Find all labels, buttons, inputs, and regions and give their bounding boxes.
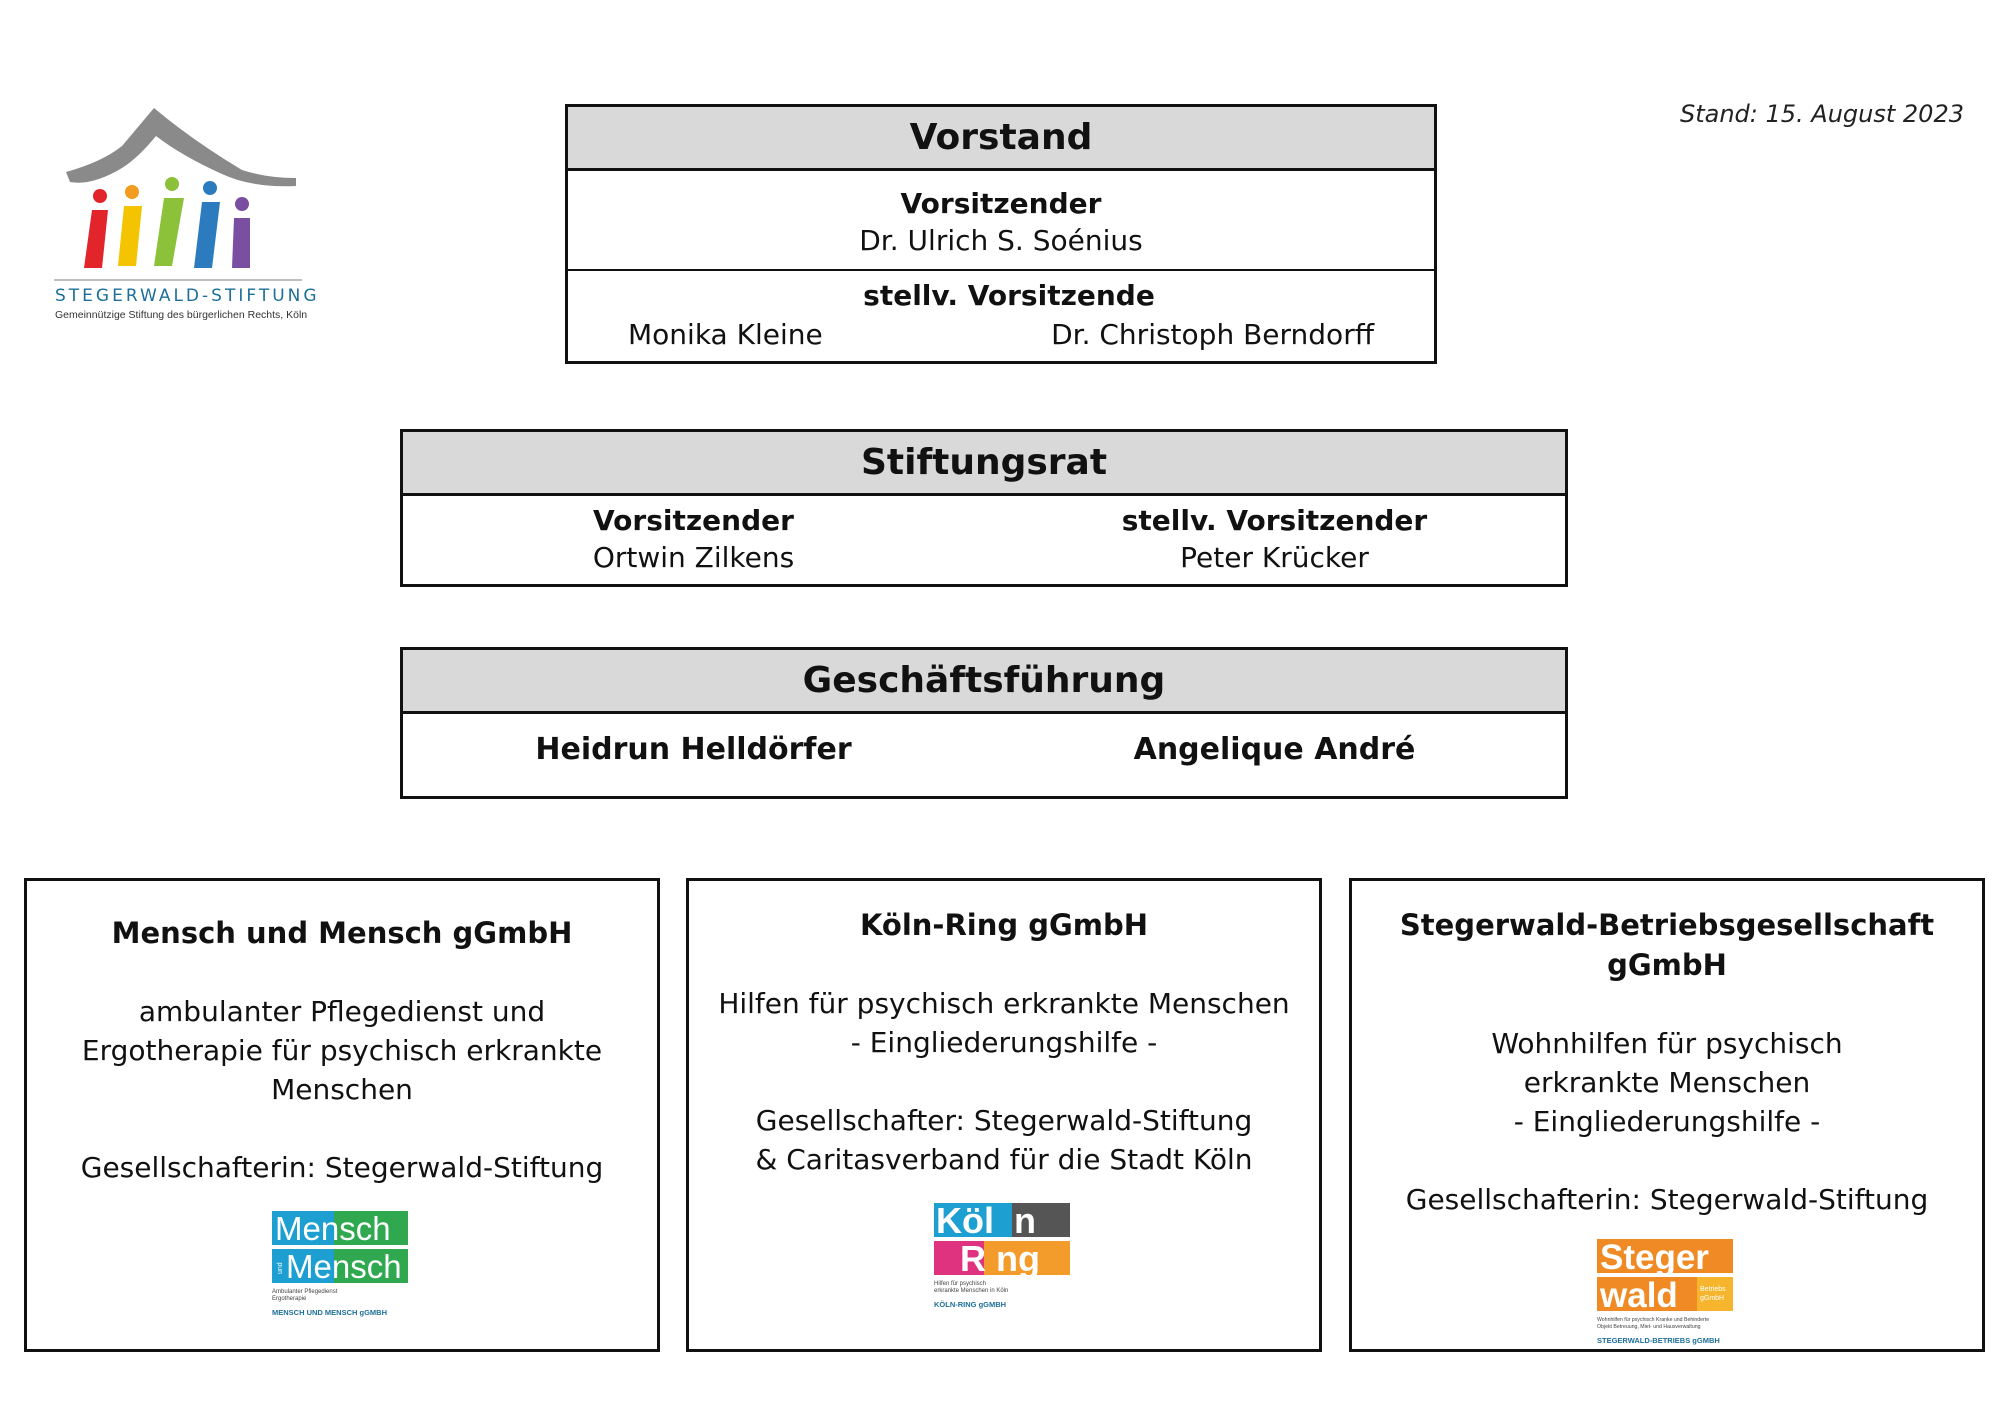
vorstand-deputy-2: Dr. Christoph Berndorff	[1051, 318, 1374, 351]
stegerwald-logo	[54, 108, 302, 281]
subsidiary-owner-line: & Caritasverband für die Stadt Köln	[755, 1143, 1253, 1176]
vorstand-deputy-1: Monika Kleine	[628, 318, 823, 351]
koeln-ring-logo: Köl n R ng Hilfen für psychisch erkrankt…	[934, 1203, 1070, 1309]
vorstand-box: Vorstand Vorsitzender Dr. Ulrich S. Soén…	[565, 104, 1437, 364]
gf-person-1: Heidrun Helldörfer	[535, 732, 852, 767]
logo-word-1: Köl	[936, 1203, 994, 1241]
roof-shape	[66, 108, 296, 187]
subsidiary-desc-line: Wohnhilfen für psychisch	[1491, 1027, 1843, 1060]
logo-word-2: R	[960, 1238, 986, 1279]
vorstand-title: Vorstand	[568, 107, 1434, 171]
vorstand-deputy-role: stellv. Vorsitzende	[863, 279, 1155, 312]
subsidiary-desc-line: Hilfen für psychisch erkrankte Menschen	[718, 987, 1290, 1020]
subsidiary-desc-line: - Eingliederungshilfe -	[1513, 1105, 1821, 1138]
stiftungsrat-chair-role: Vorsitzender	[593, 504, 794, 537]
gf-person-2: Angelique André	[1133, 732, 1416, 767]
subsidiary-owner-line: Gesellschafter: Stegerwald-Stiftung	[755, 1104, 1253, 1137]
logo-subtitle: Gemeinnützige Stiftung des bürgerlichen …	[55, 309, 308, 321]
logo-word-1: Mensch	[275, 1211, 391, 1247]
subsidiary-koeln-ring: Köln-Ring gGmbH Hilfen für psychisch erk…	[686, 878, 1322, 1352]
logo-tag: und	[277, 1262, 284, 1274]
subsidiary-title: Köln-Ring gGmbH	[859, 908, 1149, 942]
stiftungsrat-box: Stiftungsrat Vorsitzender Ortwin Zilkens…	[400, 429, 1568, 587]
subsidiary-desc-line: Ergotherapie für psychisch erkrankte	[81, 1034, 603, 1067]
subsidiary-title: Mensch und Mensch gGmbH	[111, 916, 573, 950]
logo-fine-2: Objekt Betreuung, Miet- und Hausverwaltu…	[1597, 1324, 1701, 1330]
logo-word-1b: n	[1014, 1203, 1036, 1241]
logo-word-2b: ng	[996, 1238, 1040, 1279]
subsidiary-desc-line: Menschen	[271, 1073, 413, 1106]
logo-word-2: Mensch	[286, 1248, 402, 1285]
subsidiary-desc-line: erkrankte Menschen	[1523, 1066, 1811, 1099]
logo-tag-2: gGmbH	[1700, 1295, 1724, 1302]
stiftungsrat-deputy-name: Peter Krücker	[1180, 541, 1369, 574]
subsidiary-owner: Gesellschafterin: Stegerwald-Stiftung	[1405, 1183, 1929, 1216]
subsidiary-stegerwald-betriebsgesellschaft: Stegerwald-Betriebsgesellschaft gGmbH Wo…	[1349, 878, 1985, 1352]
logo-fine-1: Wohnhilfen für psychisch Kranke und Behi…	[1597, 1317, 1709, 1323]
subsidiary-desc-line: ambulanter Pflegedienst und	[138, 995, 546, 1028]
logo-fine-1: Hilfen für psychisch	[934, 1281, 986, 1287]
logo-foot: MENSCH UND MENSCH gGMBH	[272, 1308, 387, 1317]
logo-tag-1: Betriebs	[1700, 1286, 1726, 1293]
date-stamp: Stand: 15. August 2023	[1679, 100, 1964, 128]
vorstand-chair-name: Dr. Ulrich S. Soénius	[859, 224, 1143, 257]
logo-word-2: wald	[1599, 1276, 1678, 1315]
stiftungsrat-chair-name: Ortwin Zilkens	[592, 541, 795, 574]
logo-fine-2: erkrankte Menschen in Köln	[934, 1288, 1008, 1294]
logo-foot: KÖLN-RING gGMBH	[934, 1300, 1006, 1309]
logo-foot: STEGERWALD-BETRIEBS gGMBH	[1597, 1336, 1720, 1345]
stiftungsrat-deputy-role: stellv. Vorsitzender	[1121, 504, 1428, 537]
mensch-und-mensch-logo: Mensch und Mensch Ambulanter Pflegediens…	[272, 1211, 408, 1317]
stegerwald-betriebs-logo: Steger wald Betriebs gGmbH Wohnhilfen fü…	[1597, 1239, 1733, 1345]
subsidiary-owner: Gesellschafterin: Stegerwald-Stiftung	[80, 1151, 604, 1184]
people-figures	[84, 177, 250, 268]
geschaeftsfuehrung-title: Geschäftsführung	[403, 650, 1565, 714]
logo-fine-2: Ergotherapie	[272, 1296, 307, 1302]
subsidiary-title: Stegerwald-Betriebsgesellschaft gGmbH	[1399, 908, 1935, 982]
subsidiary-desc-line: - Eingliederungshilfe -	[850, 1026, 1158, 1059]
stiftungsrat-title: Stiftungsrat	[403, 432, 1565, 496]
logo-name: STEGERWALD-STIFTUNG	[55, 286, 320, 306]
logo-word-1: Steger	[1600, 1239, 1709, 1277]
subsidiary-mensch-und-mensch: Mensch und Mensch gGmbH ambulanter Pfleg…	[24, 878, 660, 1352]
geschaeftsfuehrung-box: Geschäftsführung Heidrun Helldörfer Ange…	[400, 647, 1568, 799]
vorstand-chair-role: Vorsitzender	[900, 187, 1102, 220]
logo-fine-1: Ambulanter Pflegedienst	[272, 1289, 338, 1295]
